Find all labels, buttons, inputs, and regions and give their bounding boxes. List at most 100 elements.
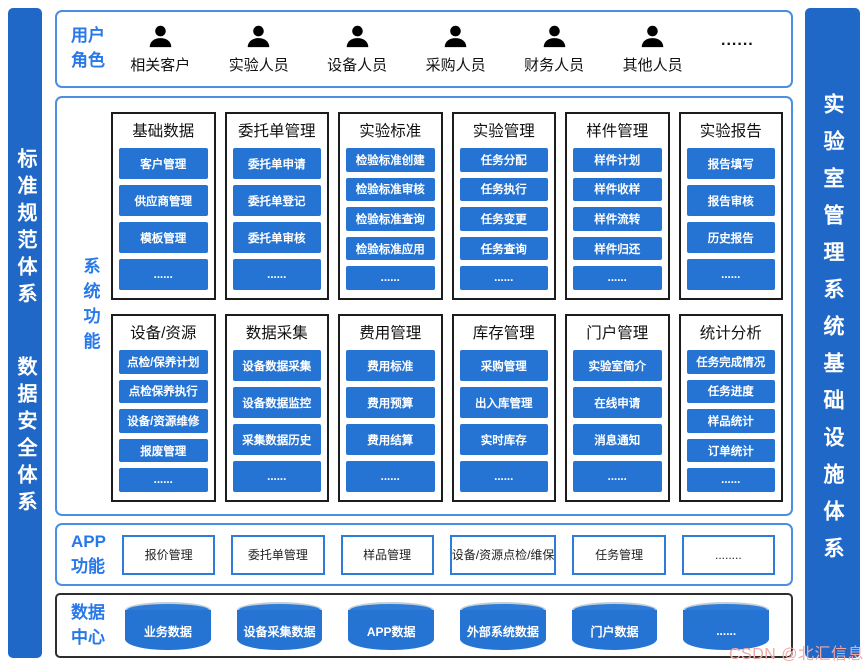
app-function-box: 设备/资源点检/维保 [449, 534, 557, 575]
function-button: 检验标准审核 [346, 177, 435, 202]
person-icon [245, 24, 272, 51]
function-button: 供应商管理 [119, 185, 208, 216]
function-button: 采集数据历史 [232, 424, 321, 455]
module-card-test-mgmt: 实验管理 任务分配 任务执行 任务变更 任务查询 ...... [451, 112, 556, 300]
module-cards-grid: 基础数据 客户管理 供应商管理 模板管理 ...... 委托单管理 委托单申请 … [111, 112, 783, 502]
system-functions-panel: 系统功能 基础数据 客户管理 供应商管理 模板管理 ...... 委托单管理 委… [55, 96, 793, 516]
function-button: 样件流转 [573, 207, 662, 231]
person-icon [147, 24, 174, 51]
database-cylinder-icon: 外部系统数据 [460, 601, 546, 650]
data-center-label: 数据 中心 [71, 602, 105, 647]
function-button: 设备/资源维修 [119, 409, 208, 433]
function-button-more: ...... [459, 266, 548, 290]
app-function-box-more: ........ [681, 534, 775, 575]
function-button: 样件计划 [573, 148, 662, 172]
function-button-more: ...... [232, 461, 321, 492]
module-card-portal-mgmt: 门户管理 实验室简介 在线申请 消息通知 ...... [565, 314, 670, 502]
module-card-test-standard: 实验标准 检验标准创建 检验标准审核 检验标准查询 检验标准应用 ...... [338, 112, 443, 300]
role-item: 实验人员 [229, 24, 289, 75]
person-icon [541, 24, 568, 51]
module-card-inventory-mgmt: 库存管理 采购管理 出入库管理 实时库存 ...... [451, 314, 556, 502]
database-list: 业务数据 设备采集数据 APP数据 外部系统数据 门户数据 ...... [125, 601, 770, 650]
function-button-more: ...... [346, 266, 435, 290]
module-card-basic-data: 基础数据 客户管理 供应商管理 模板管理 ...... [111, 112, 216, 300]
function-button: 报告填写 [686, 148, 775, 179]
function-button-more: ...... [686, 259, 775, 290]
function-button: 任务完成情况 [686, 350, 775, 374]
left-pillar-text-bottom: 数据安全体系 [14, 356, 36, 518]
function-button: 订单统计 [686, 438, 775, 463]
function-button: 实时库存 [459, 424, 548, 455]
function-button: 委托单登记 [232, 185, 321, 216]
person-icon [639, 24, 666, 51]
function-button-more: ...... [119, 468, 208, 492]
function-button: 样件收样 [573, 177, 662, 202]
role-item: 财务人员 [524, 24, 584, 75]
right-pillar: 实验室管理系统基础设施体系 [805, 8, 860, 658]
module-card-test-report: 实验报告 报告填写 报告审核 历史报告 ...... [678, 112, 783, 300]
function-button: 采购管理 [459, 350, 548, 381]
function-button: 费用预算 [346, 387, 435, 418]
function-button: 模板管理 [119, 222, 208, 253]
function-button: 点检保养执行 [119, 379, 208, 404]
user-roles-panel: 用户 角色 相关客户 实验人员 设备人员 采购人员 财务人员 其他人员 ....… [55, 10, 793, 88]
module-card-cost-mgmt: 费用管理 费用标准 费用预算 费用结算 ...... [338, 314, 443, 502]
app-functions-label: APP 功能 [71, 531, 106, 576]
function-button: 客户管理 [119, 148, 208, 179]
module-card-order-mgmt: 委托单管理 委托单申请 委托单登记 委托单审核 ...... [224, 112, 329, 300]
app-function-box: 样品管理 [340, 534, 434, 575]
person-icon [344, 24, 371, 51]
function-button-more: ...... [346, 461, 435, 492]
roles-list: 相关客户 实验人员 设备人员 采购人员 财务人员 其他人员 ...... [111, 24, 773, 75]
module-card-sample-mgmt: 样件管理 样件计划 样件收样 样件流转 样件归还 ...... [565, 112, 670, 300]
app-function-box: 委托单管理 [231, 534, 325, 575]
system-functions-label: 系统功能 [80, 257, 100, 357]
function-button: 检验标准查询 [346, 207, 435, 231]
function-button: 检验标准创建 [346, 148, 435, 172]
app-function-box: 报价管理 [121, 534, 216, 575]
function-button: 报告审核 [686, 185, 775, 216]
function-button: 在线申请 [573, 387, 662, 418]
role-item: 采购人员 [426, 24, 486, 75]
left-pillar: 标准规范体系 数据安全体系 [8, 8, 42, 658]
function-button: 消息通知 [573, 424, 662, 455]
function-button: 检验标准应用 [346, 236, 435, 261]
roles-more-ellipsis: ...... [721, 32, 754, 49]
function-button-more: ...... [573, 461, 662, 492]
database-cylinder-icon: 业务数据 [125, 601, 211, 650]
database-cylinder-icon: 门户数据 [571, 601, 658, 650]
function-button: 任务变更 [459, 207, 548, 231]
app-function-box: 任务管理 [572, 534, 666, 575]
function-button: 委托单申请 [232, 148, 321, 179]
function-button: 设备数据监控 [232, 387, 321, 418]
database-cylinder-icon: APP数据 [348, 601, 435, 650]
function-button: 费用结算 [346, 424, 435, 455]
module-card-equipment-resource: 设备/资源 点检/保养计划 点检保养执行 设备/资源维修 报废管理 ...... [111, 314, 216, 502]
function-button: 任务执行 [459, 177, 548, 202]
function-button: 样品统计 [686, 409, 775, 433]
app-functions-panel: APP 功能 报价管理 委托单管理 样品管理 设备/资源点检/维保 任务管理 .… [55, 523, 793, 586]
csdn-watermark: CSDN @北汇信息 [728, 646, 864, 663]
function-button: 出入库管理 [459, 387, 548, 418]
role-item: 相关客户 [130, 24, 190, 75]
right-pillar-text: 实验室管理系统基础设施体系 [821, 92, 844, 574]
function-button-more: ...... [686, 468, 775, 492]
function-button: 历史报告 [686, 222, 775, 253]
app-items-list: 报价管理 委托单管理 样品管理 设备/资源点检/维保 任务管理 ........ [121, 534, 775, 575]
function-button: 任务查询 [459, 236, 548, 261]
function-button-more: ...... [573, 266, 662, 290]
function-button-more: ...... [232, 259, 321, 290]
function-button-more: ...... [119, 259, 208, 290]
function-button: 设备数据采集 [232, 350, 321, 381]
function-button: 任务分配 [459, 148, 548, 172]
module-card-data-collection: 数据采集 设备数据采集 设备数据监控 采集数据历史 ...... [224, 314, 329, 502]
module-card-statistics: 统计分析 任务完成情况 任务进度 样品统计 订单统计 ...... [678, 314, 783, 502]
function-button: 点检/保养计划 [119, 350, 208, 374]
role-item: 其他人员 [623, 24, 683, 75]
function-button: 实验室简介 [573, 350, 662, 381]
function-button: 报废管理 [119, 438, 208, 463]
role-item: 设备人员 [327, 24, 387, 75]
function-button: 样件归还 [573, 236, 662, 261]
function-button-more: ...... [459, 461, 548, 492]
person-icon [442, 24, 469, 51]
